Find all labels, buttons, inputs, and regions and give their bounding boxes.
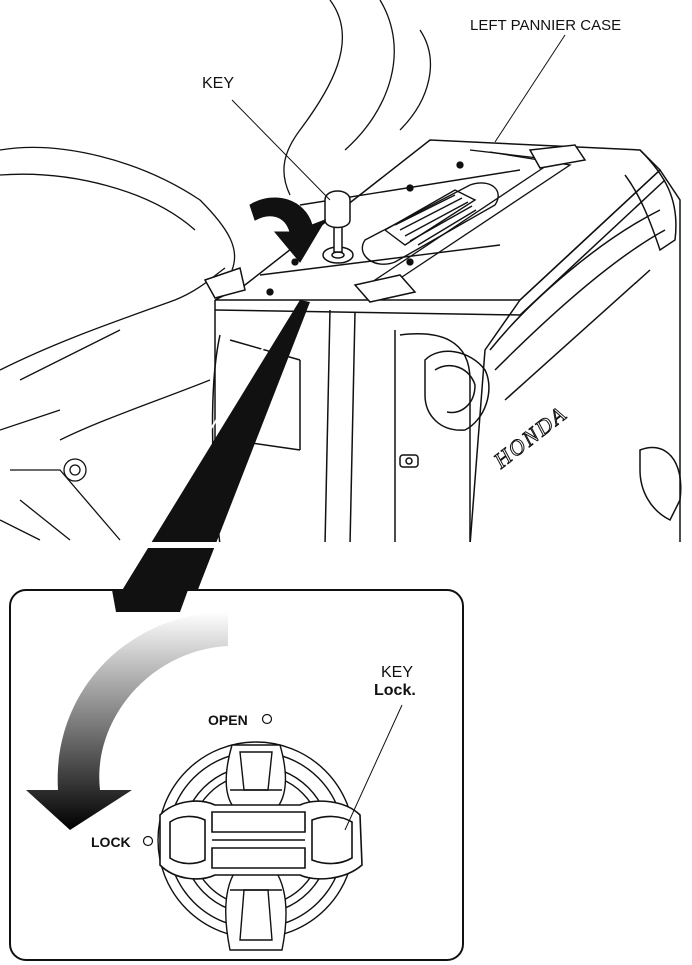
leader-key-top [232,100,330,200]
left-pannier-case-label: LEFT PANNIER CASE [470,18,621,33]
open-label: OPEN [208,713,248,727]
key-lock-label: Lock. [374,683,416,699]
lock-label: LOCK [91,835,131,849]
open-indicator [263,715,272,724]
motorcycle-seat [0,147,235,440]
key-bow-horizontal [160,801,362,879]
key-label-detail: KEY [381,665,413,681]
lock-indicator [144,837,153,846]
leader-pannier-case [495,35,565,142]
magnification-funnel [110,300,310,610]
key-label-top: KEY [202,76,234,92]
